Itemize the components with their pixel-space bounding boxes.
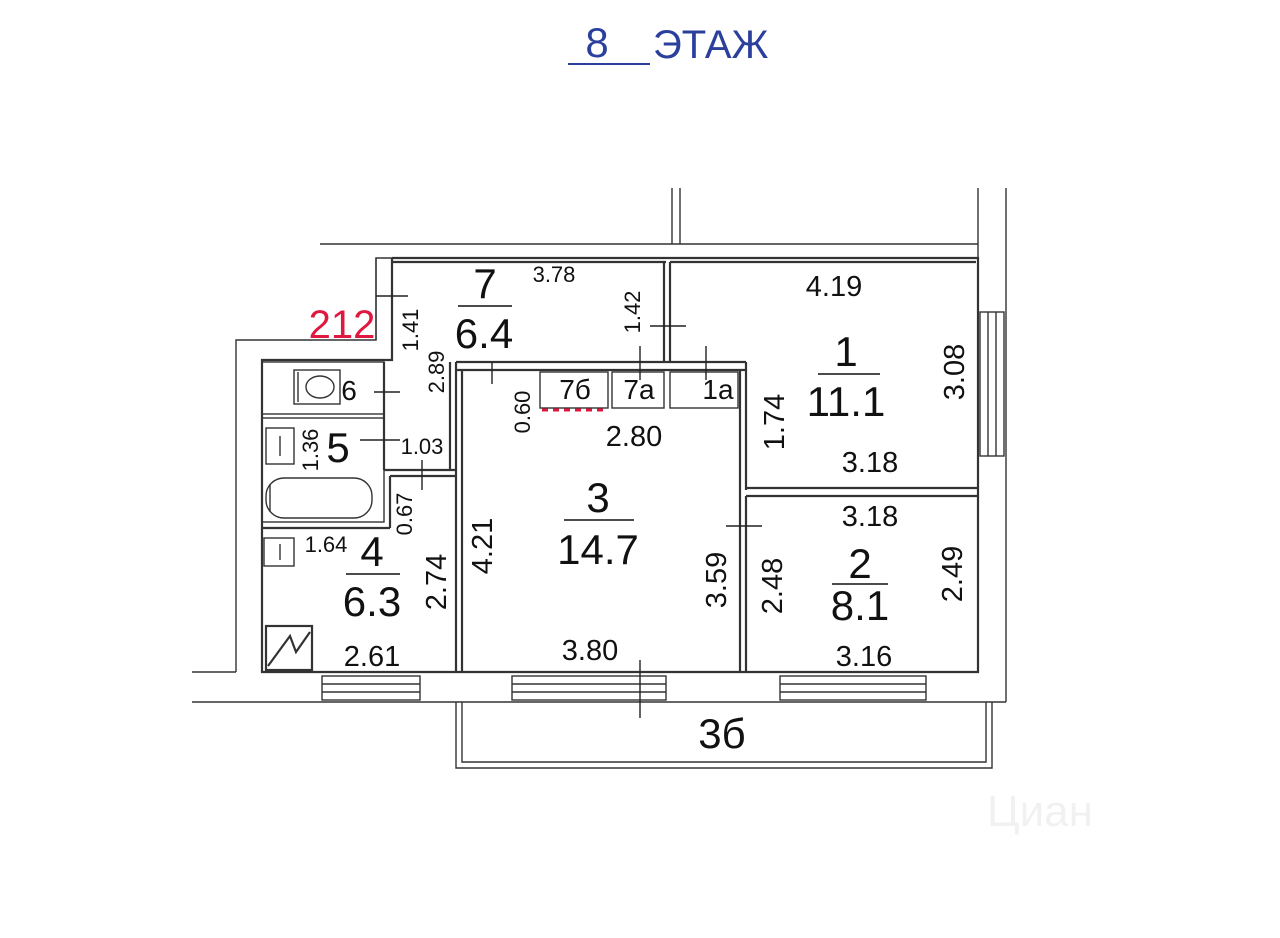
room-1: 1 11.1: [807, 328, 886, 425]
building-walls: [192, 188, 1007, 703]
floor-header: 8 ЭТАЖ: [568, 19, 769, 67]
room-1-area: 11.1: [807, 378, 886, 425]
dim-3-80: 3.80: [562, 635, 618, 667]
dim-2-61: 2.61: [344, 641, 400, 673]
dim-2-80: 2.80: [606, 421, 662, 453]
dim-1-36: 1.36: [298, 429, 323, 472]
room-3-area: 14.7: [557, 526, 639, 573]
bathtub-icon: [265, 477, 373, 519]
room-5-number: 5: [326, 424, 349, 471]
dim-3-18-bottom: 3.18: [842, 501, 898, 533]
window-room2: [779, 675, 927, 701]
room-2-area: 8.1: [831, 582, 889, 629]
stove-icon: [264, 624, 314, 672]
room-3-number: 3: [586, 474, 609, 521]
dim-4-21: 4.21: [467, 518, 499, 574]
dim-1-74: 1.74: [759, 394, 791, 450]
watermark: Циан: [987, 787, 1093, 836]
dim-4-19: 4.19: [806, 271, 862, 303]
room-1a-number: 1а: [702, 374, 734, 405]
dim-2-49: 2.49: [937, 546, 969, 602]
apartment-walls: [260, 256, 980, 674]
window-room3: [511, 660, 667, 718]
balcony: [455, 702, 993, 769]
room-4-number: 4: [360, 528, 383, 575]
dim-0-67: 0.67: [392, 493, 417, 536]
dim-1-41: 1.41: [398, 309, 423, 352]
room-4-area: 6.3: [343, 578, 401, 625]
room-2: 2 8.1: [831, 540, 889, 629]
room-6-number: 6: [341, 375, 357, 406]
window-room1: [979, 311, 1005, 457]
dim-3-16: 3.16: [836, 641, 892, 673]
dimension-ticks: [360, 295, 762, 527]
sink-icon: [265, 427, 295, 465]
dimension-labels: 3.78 4.19 2.80 3.18 3.18 3.16 3.80 2.61 …: [298, 262, 971, 673]
room-2-number: 2: [848, 540, 871, 587]
room-7-number: 7: [473, 260, 496, 307]
apartment-number: 212: [309, 303, 376, 347]
dim-1-42: 1.42: [620, 291, 645, 334]
dim-3-59: 3.59: [701, 552, 733, 608]
room-1-number: 1: [834, 328, 857, 375]
windows: [321, 311, 1005, 718]
room-3: 3 14.7: [557, 474, 639, 573]
room-7: 7 6.4: [455, 260, 513, 357]
dim-1-03: 1.03: [401, 434, 444, 459]
kitchen-sink-icon: [263, 537, 295, 567]
floor-number: 8: [585, 19, 608, 66]
dim-2-74: 2.74: [421, 554, 453, 610]
dim-0-60: 0.60: [510, 391, 535, 434]
toilet-icon: [293, 369, 341, 405]
dim-3-78: 3.78: [533, 262, 576, 287]
floor-word: ЭТАЖ: [653, 23, 769, 67]
dim-2-89: 2.89: [424, 351, 449, 394]
dim-1-64: 1.64: [305, 532, 348, 557]
dim-3-18-top: 3.18: [842, 447, 898, 479]
fixtures: [263, 369, 373, 672]
dim-3-08: 3.08: [939, 344, 971, 400]
window-kitchen: [321, 675, 421, 701]
room-7b-number: 7б: [559, 374, 591, 405]
balcony-number: 3б: [698, 710, 745, 757]
dim-2-48: 2.48: [757, 558, 789, 614]
room-4: 4 6.3: [343, 528, 401, 625]
room-7-area: 6.4: [455, 310, 513, 357]
room-7a-number: 7а: [623, 374, 655, 405]
